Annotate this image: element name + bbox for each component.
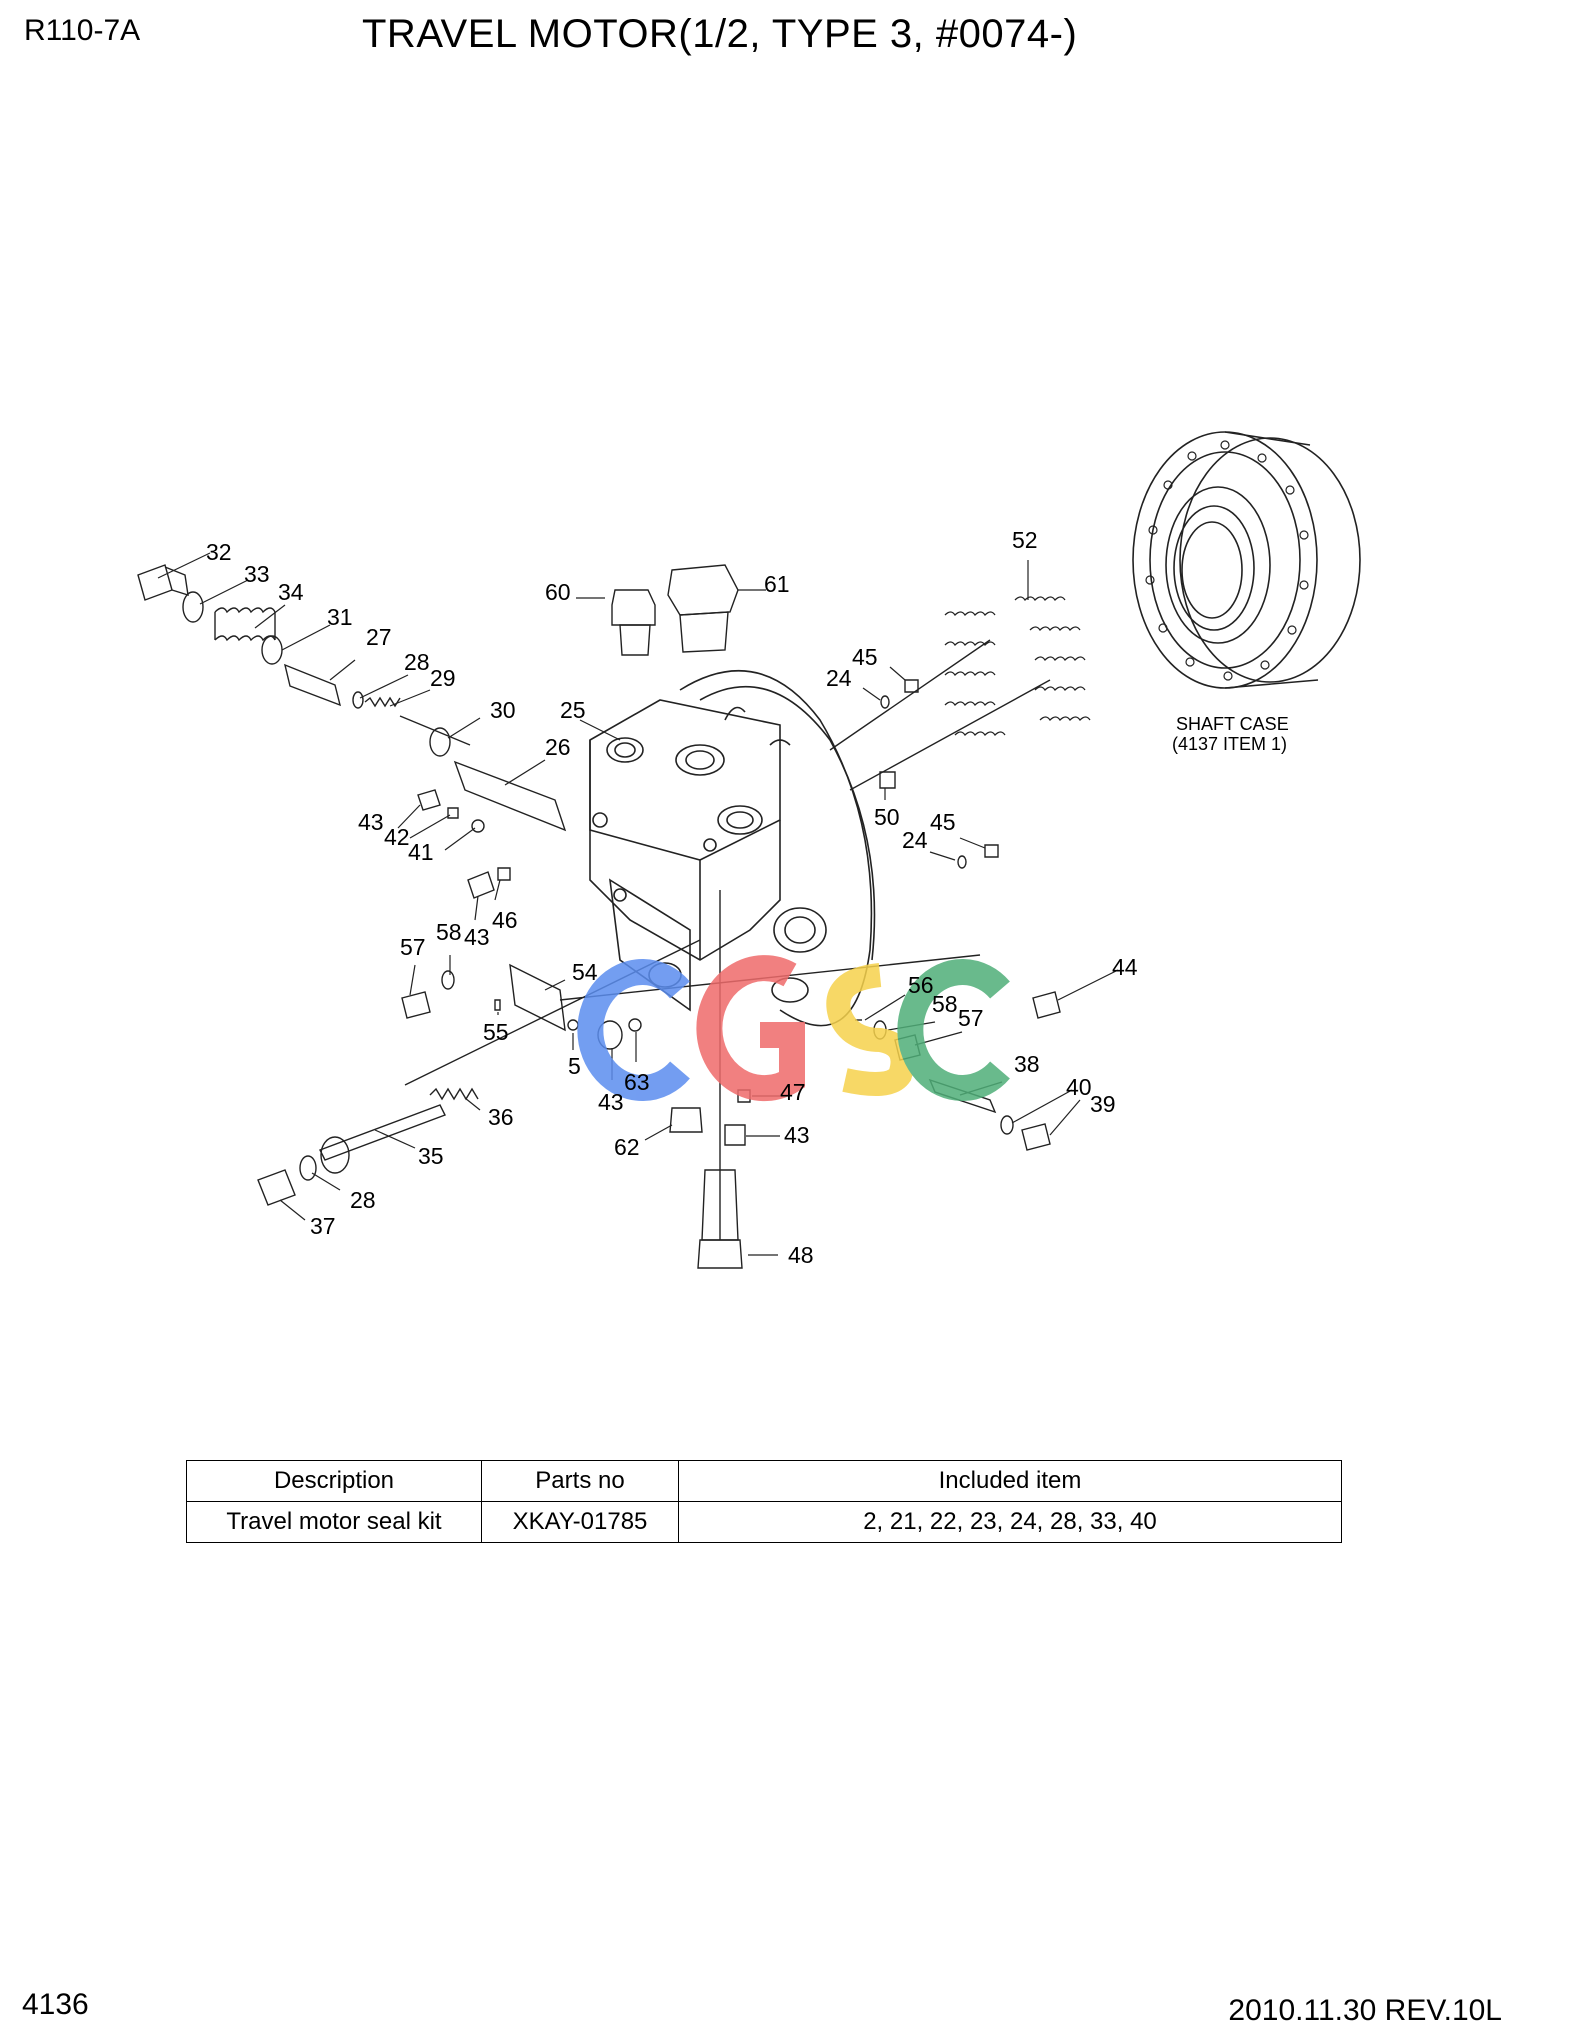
callout-45: 45 bbox=[852, 644, 878, 670]
callout-57b: 57 bbox=[958, 1005, 984, 1031]
callout-38: 38 bbox=[1014, 1051, 1040, 1077]
callout-28b: 28 bbox=[350, 1187, 376, 1213]
callout-32: 32 bbox=[206, 539, 232, 565]
table-cell: XKAY-01785 bbox=[481, 1501, 679, 1543]
callout-31: 31 bbox=[327, 604, 353, 630]
callout-52: 52 bbox=[1012, 527, 1038, 553]
callout-41: 41 bbox=[408, 839, 434, 865]
callout-50: 50 bbox=[874, 804, 900, 830]
table-cell: Travel motor seal kit bbox=[186, 1501, 482, 1543]
model-code: R110-7A bbox=[24, 14, 141, 47]
callout-58b: 58 bbox=[932, 991, 958, 1017]
callout-60: 60 bbox=[545, 579, 571, 605]
callout-63: 63 bbox=[624, 1069, 650, 1095]
callout-5: 5 bbox=[568, 1053, 581, 1079]
shaft-case-caption: SHAFT CASE bbox=[1176, 714, 1289, 734]
column-header: Parts no bbox=[481, 1460, 679, 1502]
callout-37: 37 bbox=[310, 1213, 336, 1239]
callout-40: 40 bbox=[1066, 1074, 1092, 1100]
callout-25: 25 bbox=[560, 697, 586, 723]
callout-29: 29 bbox=[430, 665, 456, 691]
seal-kit-table: Description Parts no Included item Trave… bbox=[186, 1460, 1342, 1543]
callout-26: 26 bbox=[545, 734, 571, 760]
callout-58: 58 bbox=[436, 919, 462, 945]
callout-labels: 32 33 34 31 27 28 29 30 26 25 60 61 52 4… bbox=[206, 527, 1289, 1268]
callout-43d: 43 bbox=[784, 1122, 810, 1148]
table-row: Travel motor seal kit XKAY-01785 2, 21, … bbox=[186, 1501, 1342, 1543]
callout-34: 34 bbox=[278, 579, 304, 605]
callout-28: 28 bbox=[404, 649, 430, 675]
callout-36: 36 bbox=[488, 1104, 514, 1130]
column-header: Description bbox=[186, 1460, 482, 1502]
callout-45b: 45 bbox=[930, 809, 956, 835]
callout-24: 24 bbox=[826, 665, 852, 691]
callout-46: 46 bbox=[492, 907, 518, 933]
shaft-case-drawing bbox=[1132, 431, 1361, 689]
watermark bbox=[577, 955, 1010, 1102]
table-cell: 2, 21, 22, 23, 24, 28, 33, 40 bbox=[678, 1501, 1342, 1543]
callout-39: 39 bbox=[1090, 1091, 1116, 1117]
callout-56: 56 bbox=[908, 972, 934, 998]
callout-24b: 24 bbox=[902, 827, 928, 853]
callout-43b: 43 bbox=[464, 924, 490, 950]
callout-33: 33 bbox=[244, 561, 270, 587]
callout-30: 30 bbox=[490, 697, 516, 723]
page-title: TRAVEL MOTOR(1/2, TYPE 3, #0074-) bbox=[362, 12, 1078, 56]
shaft-case-caption-ref: (4137 ITEM 1) bbox=[1172, 734, 1287, 754]
callout-43c: 43 bbox=[598, 1089, 624, 1115]
page-number: 4136 bbox=[22, 1988, 89, 2021]
callout-62: 62 bbox=[614, 1134, 640, 1160]
callout-54: 54 bbox=[572, 959, 598, 985]
callout-47: 47 bbox=[780, 1079, 806, 1105]
callout-48: 48 bbox=[788, 1242, 814, 1268]
callout-27: 27 bbox=[366, 624, 392, 650]
callout-55: 55 bbox=[483, 1019, 509, 1045]
callout-57: 57 bbox=[400, 934, 426, 960]
callout-43: 43 bbox=[358, 809, 384, 835]
callout-61: 61 bbox=[764, 571, 790, 597]
revision-date: 2010.11.30 REV.10L bbox=[1228, 1994, 1502, 2027]
callout-35: 35 bbox=[418, 1143, 444, 1169]
callout-42: 42 bbox=[384, 824, 410, 850]
table-header-row: Description Parts no Included item bbox=[186, 1460, 1342, 1502]
callout-44: 44 bbox=[1112, 954, 1138, 980]
column-header: Included item bbox=[678, 1460, 1342, 1502]
